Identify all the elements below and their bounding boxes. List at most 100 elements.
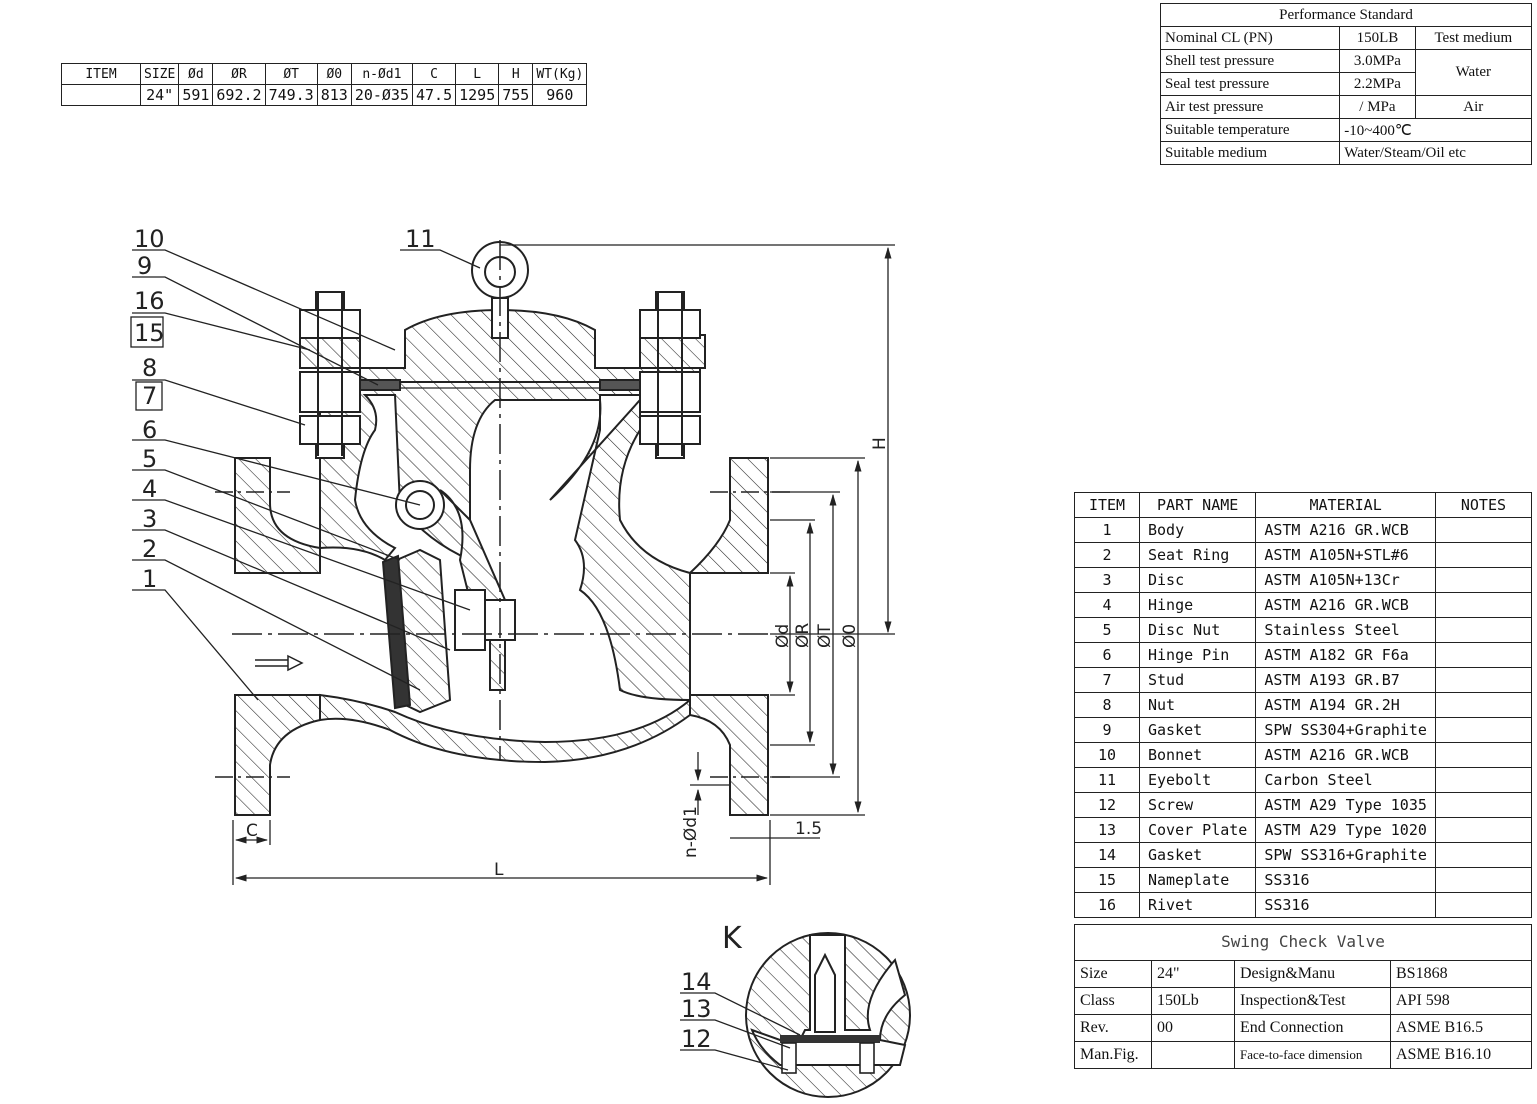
parts-cell-material: ASTM A216 GR.WCB <box>1255 517 1436 543</box>
performance-table: Performance Standard Nominal CL (PN) 150… <box>1159 3 1533 165</box>
dim-header: WT(Kg) <box>532 63 588 85</box>
dimension-lines <box>232 244 895 885</box>
info-label: Man.Fig. <box>1074 1041 1152 1069</box>
parts-cell-name: Disc <box>1138 567 1257 593</box>
callout-7-box <box>135 381 163 411</box>
info-value: API 598 <box>1390 987 1532 1015</box>
dim-value: 47.5 <box>411 84 457 106</box>
parts-cell-name: Stud <box>1138 667 1257 693</box>
parts-cell-name: Nut <box>1138 692 1257 718</box>
parts-cell-material: ASTM A216 GR.WCB <box>1255 742 1436 768</box>
valve-body <box>234 308 769 816</box>
dim-value: 813 <box>316 84 352 106</box>
parts-cell-notes <box>1434 617 1533 643</box>
parts-cell-notes <box>1434 867 1533 893</box>
callout-2: 2 <box>142 535 157 563</box>
parts-cell-material: ASTM A193 GR.B7 <box>1255 667 1436 693</box>
dim-value: 24" <box>139 84 180 106</box>
parts-cell-name: Gasket <box>1138 842 1257 868</box>
parts-cell-notes <box>1434 642 1533 668</box>
parts-cell-material: ASTM A29 Type 1035 <box>1255 792 1436 818</box>
info-label: Class <box>1074 987 1152 1015</box>
parts-cell-material: ASTM A216 GR.WCB <box>1255 592 1436 618</box>
perf-value: / MPa <box>1339 95 1416 119</box>
perf-label: Suitable temperature <box>1159 118 1341 142</box>
perf-medium: Water <box>1414 49 1533 96</box>
parts-cell-item: 11 <box>1074 767 1140 793</box>
parts-cell-item: 15 <box>1074 867 1140 893</box>
dim-value: 749.3 <box>264 84 318 106</box>
info-label: Face-to-face dimension <box>1234 1041 1391 1069</box>
parts-cell-material: SS316 <box>1255 867 1436 893</box>
callout-5: 5 <box>142 445 157 473</box>
dimension-table: ITEM SIZE Ød ØR ØT Ø0 n-Ød1 C L H WT(Kg)… <box>61 63 588 106</box>
parts-header: MATERIAL <box>1255 492 1436 518</box>
perf-value: 3.0MPa <box>1339 49 1416 73</box>
dim-header: ØT <box>264 63 318 85</box>
parts-cell-item: 13 <box>1074 817 1140 843</box>
perf-label: Seal test pressure <box>1159 72 1341 96</box>
info-value: ASME B16.10 <box>1390 1041 1532 1069</box>
leader-lines <box>132 249 481 701</box>
parts-cell-item: 14 <box>1074 842 1140 868</box>
perf-label: Shell test pressure <box>1159 49 1341 73</box>
parts-cell-material: ASTM A194 GR.2H <box>1255 692 1436 718</box>
drawing-title: Swing Check Valve <box>1074 924 1532 960</box>
parts-cell-notes <box>1434 567 1533 593</box>
parts-cell-material: ASTM A105N+STL#6 <box>1255 542 1436 568</box>
parts-cell-notes <box>1434 892 1533 918</box>
parts-cell-notes <box>1434 842 1533 868</box>
info-label: Design&Manu <box>1234 960 1391 988</box>
flow-direction-arrow <box>255 654 304 672</box>
info-value: 150Lb <box>1151 987 1235 1015</box>
parts-cell-notes <box>1434 667 1533 693</box>
parts-cell-name: Hinge <box>1138 592 1257 618</box>
dim-value: 755 <box>498 84 534 106</box>
callout-7: 7 <box>142 382 157 410</box>
parts-cell-material: Carbon Steel <box>1255 767 1436 793</box>
parts-cell-notes <box>1434 767 1533 793</box>
parts-cell-name: Bonnet <box>1138 742 1257 768</box>
info-value: 24" <box>1151 960 1235 988</box>
parts-cell-item: 7 <box>1074 667 1140 693</box>
parts-cell-notes <box>1434 517 1533 543</box>
parts-cell-item: 6 <box>1074 642 1140 668</box>
detail-k-view: K 14 13 12 <box>680 921 911 1098</box>
dimension-value-row: 24" 591 692.2 749.3 813 20-Ø35 47.5 1295… <box>61 84 588 106</box>
parts-cell-item: 1 <box>1074 517 1140 543</box>
callout-12: 12 <box>681 1025 712 1053</box>
parts-header: NOTES <box>1434 492 1533 518</box>
info-label: Inspection&Test <box>1234 987 1391 1015</box>
perf-value: 150LB <box>1339 26 1416 50</box>
info-value: BS1868 <box>1390 960 1532 988</box>
parts-cell-material: SPW SS304+Graphite <box>1255 717 1436 743</box>
parts-cell-item: 16 <box>1074 892 1140 918</box>
parts-cell-notes <box>1434 792 1533 818</box>
parts-cell-material: SPW SS316+Graphite <box>1255 842 1436 868</box>
info-value <box>1151 1041 1235 1069</box>
callout-6: 6 <box>142 416 157 444</box>
callout-9: 9 <box>137 252 152 280</box>
parts-cell-name: Gasket <box>1138 717 1257 743</box>
parts-cell-name: Disc Nut <box>1138 617 1257 643</box>
callout-8: 8 <box>142 354 157 382</box>
parts-cell-name: Cover Plate <box>1138 817 1257 843</box>
callout-15: 15 <box>134 319 165 347</box>
callout-10: 10 <box>134 225 165 253</box>
parts-cell-item: 12 <box>1074 792 1140 818</box>
callout-numbers: 10 9 16 15 8 7 6 5 4 3 2 1 11 <box>134 225 436 593</box>
dim-label-nd1: n-Ød1 <box>681 806 701 858</box>
stud-bolts <box>299 291 701 459</box>
perf-value: Water/Steam/Oil etc <box>1339 141 1532 165</box>
parts-header: ITEM <box>1074 492 1140 518</box>
parts-cell-material: ASTM A182 GR F6a <box>1255 642 1436 668</box>
